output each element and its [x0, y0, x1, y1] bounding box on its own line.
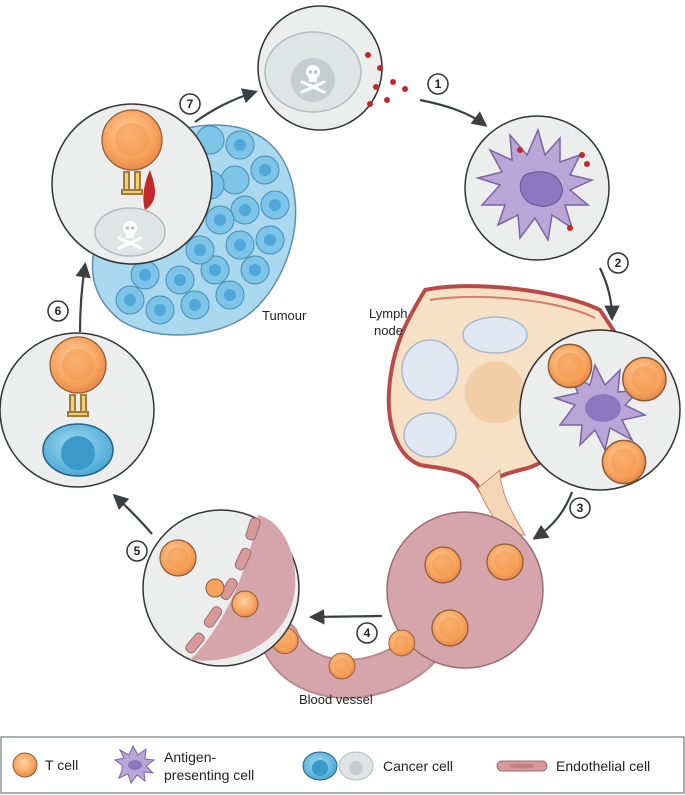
panel-t-cell-recognition	[0, 332, 155, 488]
step-number: 3	[577, 501, 584, 515]
panel-antigen-release	[257, 5, 408, 131]
arrow-step-2	[599, 267, 620, 322]
legend-t-cell: T cell	[45, 757, 78, 773]
t-cell	[431, 609, 469, 647]
arrow-step-1	[419, 98, 488, 127]
legend-endothelial-cell: Endothelial cell	[556, 758, 650, 774]
t-cell	[601, 439, 647, 485]
legend-apc-line1: Antigen-	[164, 749, 216, 765]
t-cell	[424, 546, 462, 584]
t-cell	[388, 629, 416, 657]
cycle-arrows	[75, 88, 620, 625]
legend-cancer-cell: Cancer cell	[383, 758, 453, 774]
t-cell	[328, 652, 356, 680]
step-number: 7	[187, 97, 194, 111]
apc-icon	[113, 744, 156, 785]
lymph-node-label-2: node	[374, 323, 403, 338]
step-number: 2	[615, 256, 622, 270]
tumour-label: Tumour	[262, 308, 307, 323]
legend-apc-line2: presenting cell	[164, 767, 254, 783]
arrow-step-6	[75, 261, 91, 333]
panel-antigen-presenting-cell	[464, 115, 610, 261]
blood-vessel	[260, 511, 544, 699]
lymph-node-label-1: Lymph	[369, 306, 408, 321]
arrow-step-5	[112, 493, 153, 535]
t-cell	[622, 356, 667, 402]
t-cell	[159, 539, 197, 577]
step-markers: 1 2 3 4 5 6 7	[47, 73, 629, 644]
step-number: 5	[134, 544, 141, 558]
step-number: 4	[364, 626, 371, 640]
t-cell	[486, 543, 524, 581]
step-number: 6	[55, 304, 62, 318]
panel-cancer-cell-killing	[51, 103, 213, 265]
legend: T cell Antigen- presenting cell Cancer c…	[0, 736, 685, 794]
arrow-step-4	[308, 609, 383, 625]
panel-t-cell-priming	[519, 329, 681, 491]
t-cell-icon	[12, 752, 38, 778]
step-number: 1	[435, 77, 442, 91]
panel-t-cell-infiltration	[142, 509, 300, 667]
t-cell	[547, 343, 593, 389]
arrow-step-7	[194, 88, 258, 123]
arrow-step-3	[532, 491, 574, 540]
blood-vessel-label: Blood vessel	[299, 692, 373, 707]
